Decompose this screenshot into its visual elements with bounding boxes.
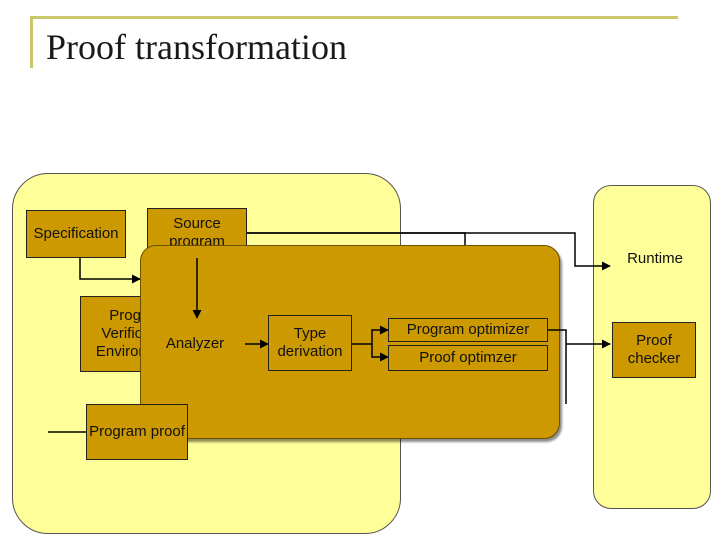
optimizer-bracket-line [548, 329, 567, 404]
runtime-label-box: Runtime [616, 247, 694, 271]
program-proof-box: Program proof [86, 404, 188, 460]
proof-checker-label: Proof checker [627, 332, 681, 367]
program-proof-label: Program proof [89, 423, 185, 440]
runtime-label: Runtime [627, 250, 683, 267]
proof-checker-box: Proof checker [612, 322, 696, 378]
analyzer-label: Analyzer [165, 335, 225, 352]
proof-optimizer-box: Proof optimzer [388, 345, 548, 371]
title-rule-horizontal [30, 16, 678, 19]
type-derivation-label: Type derivation [277, 325, 343, 360]
program-optimizer-box: Program optimizer [388, 318, 548, 342]
slide-title: Proof transformation [46, 27, 347, 67]
specification-box: Specification [26, 210, 126, 258]
analyzer-box: Analyzer [147, 322, 243, 366]
title-rule-vertical [30, 16, 33, 68]
spec-to-environment-arrow [79, 258, 141, 284]
program-optimizer-label: Program optimizer [406, 321, 530, 338]
proof-optimizer-label: Proof optimzer [419, 349, 517, 366]
source-to-runtime-arrow [247, 232, 611, 271]
type-to-proof-optimizer-arrow [371, 344, 389, 362]
type-derivation-box: Type derivation [268, 315, 352, 371]
specification-label: Specification [33, 225, 119, 242]
type-to-optimizer-arrow [350, 325, 389, 345]
